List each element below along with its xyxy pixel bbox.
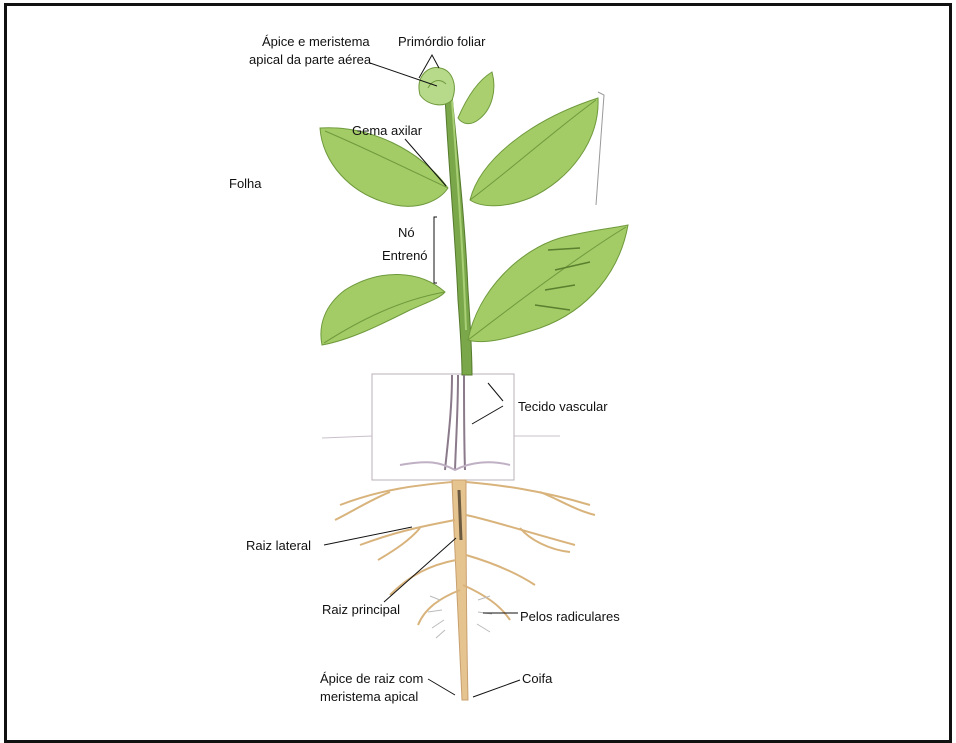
label-apice-meristema-line1: Ápice e meristema xyxy=(262,34,370,50)
plant-illustration xyxy=(0,0,956,721)
young-leaf xyxy=(458,72,494,124)
label-entreno: Entrenó xyxy=(382,248,428,264)
leaf-upper-right xyxy=(470,98,598,206)
label-gema-axilar: Gema axilar xyxy=(352,123,422,139)
stem xyxy=(445,95,472,375)
label-apice-meristema-line2: apical da parte aérea xyxy=(249,52,371,68)
label-raiz-principal: Raiz principal xyxy=(322,602,400,618)
label-pelos-radiculares: Pelos radiculares xyxy=(520,609,620,625)
label-no: Nó xyxy=(398,225,415,241)
label-raiz-lateral: Raiz lateral xyxy=(246,538,311,554)
label-folha: Folha xyxy=(229,176,262,192)
label-coifa: Coifa xyxy=(522,671,552,687)
label-primordio-foliar: Primórdio foliar xyxy=(398,34,485,50)
leaf-lower-right xyxy=(468,225,628,342)
label-apice-raiz-line1: Ápice de raiz com xyxy=(320,671,423,687)
leaf-lower-left xyxy=(321,274,445,345)
diagram-canvas: Ápice e meristema apical da parte aérea … xyxy=(0,0,956,721)
label-tecido-vascular: Tecido vascular xyxy=(518,399,608,415)
label-apice-raiz-line2: meristema apical xyxy=(320,689,418,705)
